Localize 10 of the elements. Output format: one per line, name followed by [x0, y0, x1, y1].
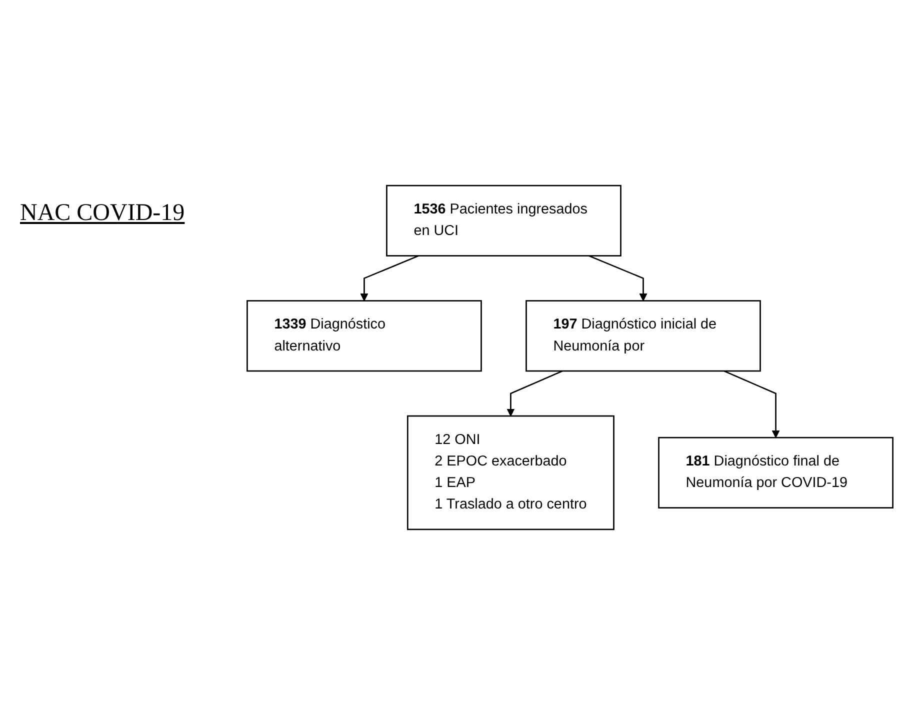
note-text: NAC COVID-19 — [20, 200, 185, 227]
arrow — [588, 255, 648, 302]
node-box: 181 Diagnóstico final de Neumonía por COVID-19 — [658, 436, 894, 508]
node-box: 1339 Diagnóstico alternativo — [246, 300, 482, 372]
arrow — [360, 255, 419, 302]
node-box: 197 Diagnóstico inicial de Neumonía por — [526, 300, 761, 372]
node-box: 1536 Pacientes ingresados en UCI — [386, 184, 622, 256]
node-box: 12 ONI 2 EPOC exacerbado 1 EAP 1 Traslado a otro centro — [406, 415, 614, 530]
arrow — [724, 370, 780, 438]
arrow — [506, 370, 563, 416]
